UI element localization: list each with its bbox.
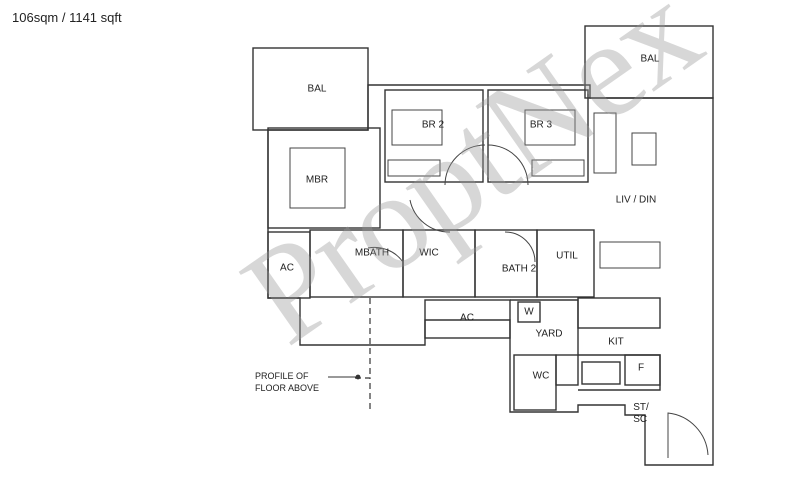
wc-room	[513, 354, 557, 411]
door-arc-mbr	[409, 199, 451, 233]
profile-note: PROFILE OF FLOOR ABOVE	[255, 370, 319, 394]
profile-note-line2: FLOOR ABOVE	[255, 383, 320, 393]
label-st-sc: ST/ SC	[633, 402, 649, 425]
label-mbath: MBATH	[354, 247, 390, 259]
utility-room	[536, 229, 595, 298]
label-ac-mid: AC	[460, 312, 474, 324]
door-arc-entry	[667, 412, 709, 458]
label-br2: BR 2	[421, 119, 445, 131]
sofa	[593, 112, 617, 174]
label-liv-din: LIV / DIN	[615, 194, 657, 206]
label-f: F	[637, 362, 645, 374]
label-bath2: BATH 2	[501, 263, 537, 275]
label-kit: KIT	[608, 336, 624, 348]
label-mbr: MBR	[305, 174, 329, 186]
coffee-table	[631, 132, 657, 166]
label-w: W	[524, 306, 534, 318]
bedroom-2	[384, 89, 484, 183]
profile-dashed-line	[355, 298, 371, 410]
fridge	[624, 354, 661, 386]
label-util: UTIL	[556, 250, 578, 262]
yard-kitchen-walls	[510, 299, 661, 391]
label-ac-left: AC	[280, 262, 294, 274]
br2-bed	[391, 109, 443, 146]
door-arc-mbath	[367, 246, 404, 263]
door-arc-bath2	[504, 231, 536, 263]
br3-wardrobe	[531, 159, 585, 177]
label-bal-left: BAL	[307, 83, 327, 95]
kitchen-counter	[577, 297, 661, 329]
master-bedroom	[267, 127, 381, 229]
stove	[581, 361, 621, 385]
profile-note-line1: PROFILE OF	[255, 371, 309, 381]
master-bath	[309, 229, 404, 298]
dining-table	[599, 241, 661, 269]
bedroom-3	[487, 89, 589, 183]
label-yard: YARD	[535, 328, 563, 340]
label-wc: WC	[532, 370, 550, 382]
ac-ledge-middle	[424, 299, 511, 339]
br3-bed	[524, 109, 576, 146]
mbr-bed	[289, 147, 346, 209]
label-bal-right: BAL	[640, 53, 660, 65]
walk-in-closet	[402, 229, 476, 298]
br2-wardrobe	[387, 159, 441, 177]
unit-area-label: 106sqm / 1141 sqft	[12, 10, 122, 25]
wc-shower	[555, 354, 579, 386]
profile-pointer-dot	[355, 374, 361, 380]
door-arc-br	[444, 144, 486, 186]
washer	[517, 301, 541, 323]
door-arc-br3	[487, 144, 529, 186]
label-br3: BR 3	[529, 119, 553, 131]
label-wic: WIC	[419, 247, 439, 259]
